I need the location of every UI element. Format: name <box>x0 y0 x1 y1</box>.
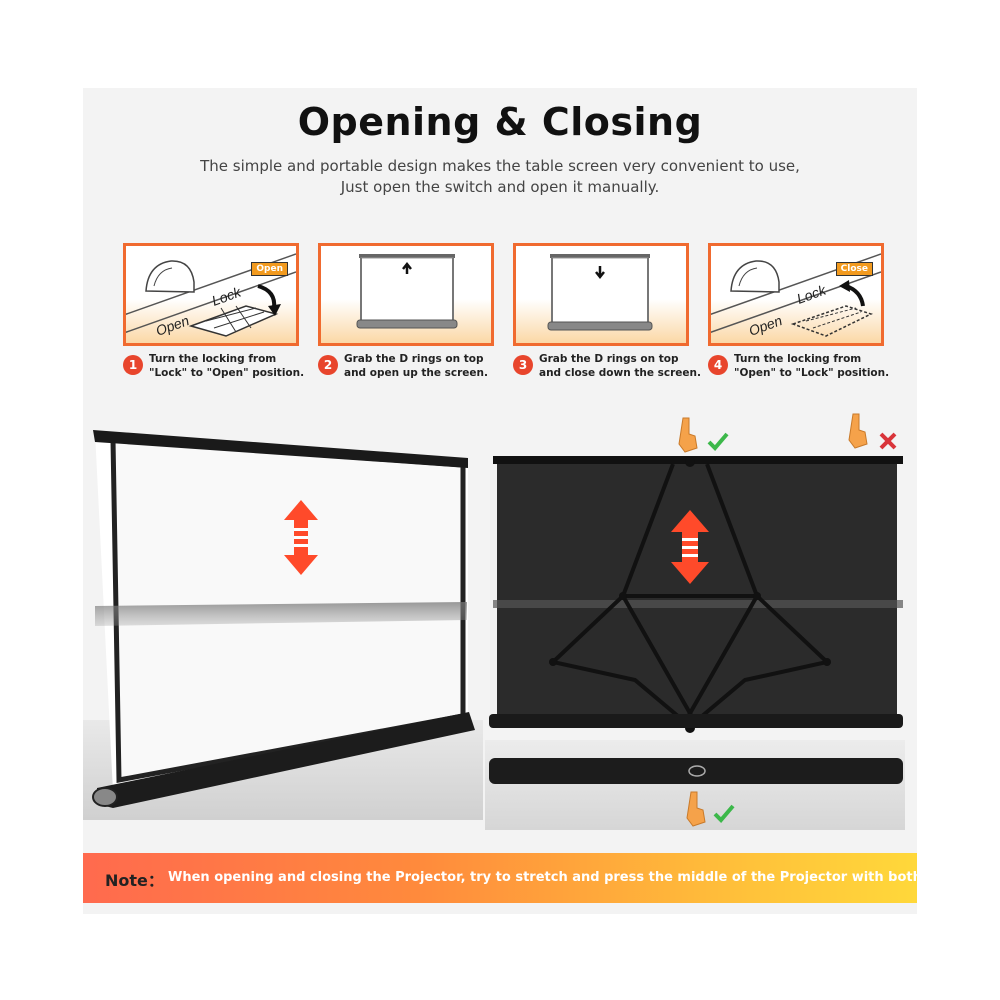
note-label: Note： <box>105 871 164 890</box>
check-icon <box>713 804 735 823</box>
step-2-line-2: and open up the screen. <box>344 367 488 379</box>
double-arrow-icon <box>671 510 709 584</box>
lock-word: Lock <box>210 283 244 308</box>
open-word: Open <box>154 312 192 339</box>
hand-icon <box>848 413 868 449</box>
step-4-line-1: Turn the locking from <box>734 353 862 365</box>
step-4-number: 4 <box>708 355 728 375</box>
screen-close-illustration <box>547 254 653 331</box>
screen-open-illustration <box>356 254 458 329</box>
curved-arrow-icon <box>257 284 277 309</box>
step-1-illustration: Open Lock Open <box>123 243 299 346</box>
lock-switch-illustration: Open Lock <box>711 253 881 339</box>
page-subtitle: The simple and portable design makes the… <box>0 156 1000 198</box>
hand-icon <box>678 417 698 453</box>
white-screen-photo <box>83 430 483 820</box>
note-bar: Note： When opening and closing the Proje… <box>83 853 977 903</box>
cross-icon <box>879 432 897 450</box>
lock-word: Lock <box>795 281 829 306</box>
open-word: Open <box>747 312 785 339</box>
step-4-illustration: Open Lock Close <box>708 243 884 346</box>
black-screen-photo <box>485 413 905 830</box>
step-4-line-2: "Open" to "Lock" position. <box>734 367 890 379</box>
hand-icon <box>686 791 706 827</box>
double-arrow-icon <box>284 500 318 575</box>
step-1-line-2: "Lock" to "Open" position. <box>149 367 305 379</box>
step-2-line-1: Grab the D rings on top <box>344 353 484 365</box>
subtitle-line-1: The simple and portable design makes the… <box>200 157 800 175</box>
step-3-number: 3 <box>513 355 533 375</box>
step-3-line-1: Grab the D rings on top <box>539 353 679 365</box>
check-icon <box>707 432 729 451</box>
step-3-line-2: and close down the screen. <box>539 367 701 379</box>
up-arrow-icon <box>402 261 412 274</box>
subtitle-line-2: Just open the switch and open it manuall… <box>340 178 660 196</box>
step-1-line-1: Turn the locking from <box>149 353 277 365</box>
step-1-number: 1 <box>123 355 143 375</box>
page-title: Opening & Closing <box>297 100 703 144</box>
step-1-badge: Open <box>251 262 288 276</box>
note-text: When opening and closing the Projector, … <box>168 870 977 885</box>
step-3-illustration <box>513 243 689 346</box>
step-4-badge: Close <box>835 262 873 276</box>
lock-switch-illustration: Open Lock <box>126 253 296 339</box>
down-arrow-icon <box>595 266 605 280</box>
step-2-illustration <box>318 243 494 346</box>
step-2-number: 2 <box>318 355 338 375</box>
